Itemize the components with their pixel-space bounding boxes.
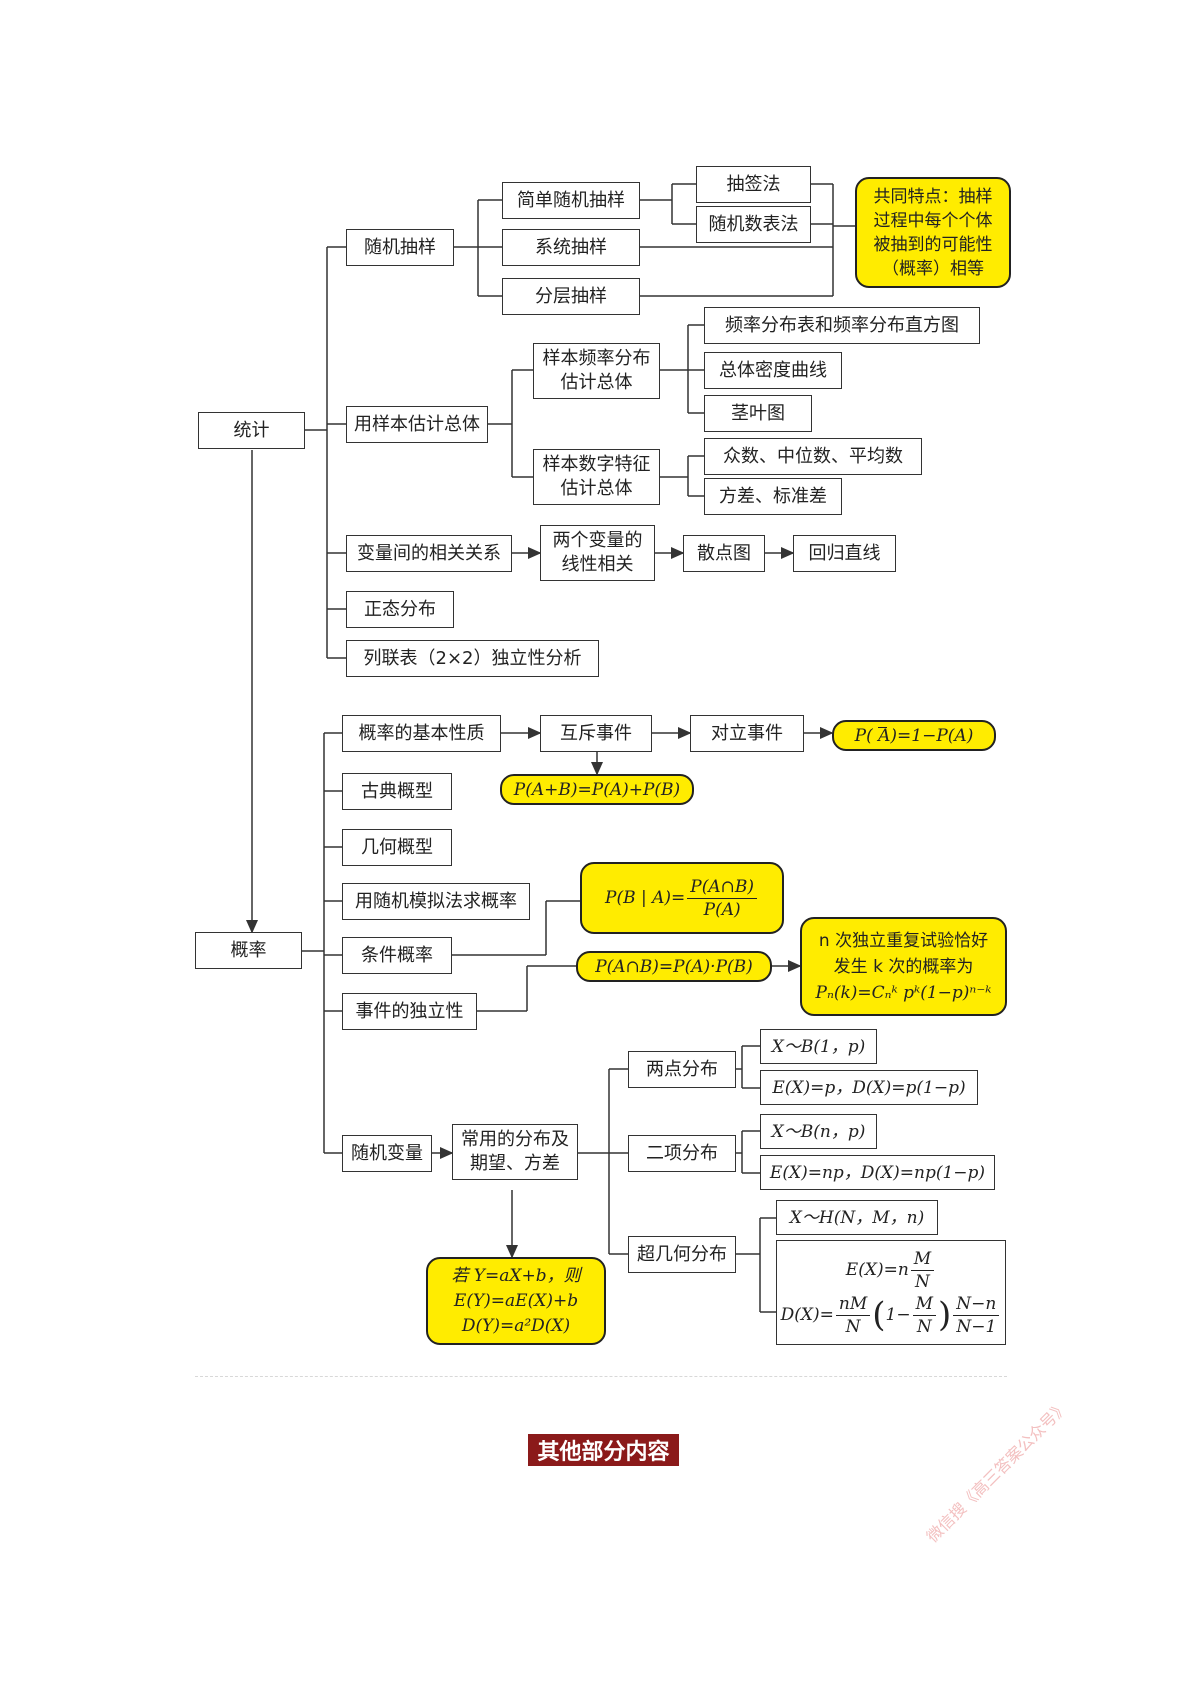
formula-lhs: D(X)= [780,1305,834,1325]
node-correlation: 变量间的相关关系 [346,535,512,572]
note-common-feature: 共同特点：抽样 过程中每个个体 被抽到的可能性 （概率）相等 [855,177,1011,288]
note-line: D(Y)=a²D(X) [461,1315,571,1336]
node-variance-sd: 方差、标准差 [704,478,842,515]
node-linear-correlation: 两个变量的 线性相关 [540,525,655,581]
overbar-mark [878,727,887,728]
formula-text: 1− [885,1305,911,1325]
node-binomial-distribution: 二项分布 [628,1135,736,1172]
note-line-4: （概率）相等 [882,258,984,279]
note-line-3: 被抽到的可能性 [873,234,993,255]
node-sample-numeric-estimate: 样本数字特征 估计总体 [533,449,660,505]
node-contingency-table: 列联表（2×2）独立性分析 [346,640,599,677]
fraction: M N [910,1248,935,1293]
formula-text: P( A)=1−P(A) [854,725,974,746]
node-normal-distribution: 正态分布 [346,591,454,628]
node-lottery-method: 抽签法 [696,166,811,203]
formula-complement: P( A)=1−P(A) [832,720,996,751]
node-independence: 事件的独立性 [342,993,477,1030]
right-paren: ) [938,1295,952,1335]
node-sample-estimate-population: 用样本估计总体 [346,406,488,443]
formula-bernoulli-trials: n 次独立重复试验恰好 发生 k 次的概率为 Pₙ(k)=Cₙᵏ pᵏ(1−p)… [800,917,1007,1016]
node-classical-model: 古典概型 [342,773,452,810]
node-hypergeometric-distribution: 超几何分布 [628,1236,736,1273]
note-line: 发生 k 次的概率为 [833,956,974,977]
note-line-2: 过程中每个个体 [873,210,993,231]
node-sample-frequency-estimate: 样本频率分布 估计总体 [533,343,660,399]
formula-expectation-row: E(X)=n M N [846,1248,936,1293]
section-title-other-content: 其他部分内容 [528,1434,679,1466]
fraction-numerator: nM [835,1293,871,1316]
fraction-denominator: N [915,1271,930,1292]
node-stem-leaf: 茎叶图 [704,395,812,432]
fraction-numerator: N−n [953,1293,1000,1316]
fraction: M N [912,1293,937,1338]
formula-binomial-moments: E(X)=np，D(X)=np(1−p) [760,1155,995,1190]
formula-lhs: P(B | A)= [605,888,686,908]
node-line: 估计总体 [560,372,633,393]
node-line: 期望、方差 [470,1153,560,1174]
fraction-denominator: N−1 [956,1316,997,1337]
note-line: n 次独立重复试验恰好 [818,930,989,951]
node-two-point-distribution: 两点分布 [628,1051,736,1088]
fraction-denominator: N [845,1316,861,1337]
node-regression-line: 回归直线 [793,535,896,572]
node-stratified-sampling: 分层抽样 [502,278,640,315]
node-simple-random-sampling: 简单随机抽样 [502,182,640,219]
node-mutually-exclusive: 互斥事件 [540,715,652,752]
note-line-1: 共同特点：抽样 [873,186,993,207]
formula-linear-transform: 若 Y=aX+b，则 E(Y)=aE(X)+b D(Y)=a²D(X) [426,1257,606,1345]
node-basic-properties: 概率的基本性质 [342,715,501,752]
formula-two-point-moments: E(X)=p，D(X)=p(1−p) [760,1070,978,1105]
node-line: 估计总体 [560,478,633,499]
node-frequency-table-histogram: 频率分布表和频率分布直方图 [704,307,980,344]
note-line: 若 Y=aX+b，则 [451,1265,581,1286]
formula-lhs: E(X)=n [845,1260,909,1280]
fraction: N−n N−1 [953,1293,1000,1338]
node-random-sampling: 随机抽样 [346,229,454,266]
formula-independence: P(A∩B)=P(A)·P(B) [576,951,772,982]
node-mode-median-mean: 众数、中位数、平均数 [704,438,922,475]
fraction-denominator: N [916,1316,932,1337]
node-geometric-model: 几何概型 [342,829,452,866]
node-density-curve: 总体密度曲线 [704,352,842,389]
formula-hypergeometric-moments: E(X)=n M N D(X)= nM N ( 1− M N ) N−n N−1 [776,1240,1006,1345]
node-statistics: 统计 [198,412,305,449]
node-line: 样本频率分布 [542,348,651,369]
formula-hypergeometric-def: X～H(N，M，n) [776,1200,938,1235]
left-paren: ( [872,1295,886,1335]
dashed-separator [195,1376,1007,1377]
node-line: 样本数字特征 [542,454,651,475]
fraction-numerator: P(A∩B) [687,876,757,899]
fraction-numerator: M [910,1248,935,1271]
node-complementary: 对立事件 [690,715,804,752]
node-simulation: 用随机模拟法求概率 [342,883,530,920]
node-line: 常用的分布及 [461,1129,569,1150]
formula-conditional: P(B | A)= P(A∩B) P(A) [580,862,784,934]
formula-addition-rule: P(A+B)=P(A)+P(B) [500,774,694,805]
node-conditional-probability: 条件概率 [342,937,452,974]
formula-binomial-def: X～B(n，p) [760,1114,877,1149]
node-systematic-sampling: 系统抽样 [502,229,640,266]
fraction: nM N [835,1293,871,1338]
node-line: 两个变量的 [552,530,643,551]
fraction-numerator: M [912,1293,937,1316]
fraction-denominator: P(A) [703,899,741,920]
node-common-distributions: 常用的分布及 期望、方差 [452,1124,578,1180]
node-line: 线性相关 [561,554,634,575]
formula-two-point-def: X～B(1，p) [760,1029,877,1064]
node-scatter-plot: 散点图 [683,535,765,572]
fraction: P(A∩B) P(A) [687,876,757,921]
note-line: Pₙ(k)=Cₙᵏ pᵏ(1−p)ⁿ⁻ᵏ [815,982,992,1003]
note-line: E(Y)=aE(X)+b [453,1290,579,1311]
node-probability: 概率 [195,932,302,969]
node-random-number-table: 随机数表法 [696,206,811,243]
node-random-variable: 随机变量 [342,1135,432,1172]
formula-variance-row: D(X)= nM N ( 1− M N ) N−n N−1 [781,1293,1002,1338]
